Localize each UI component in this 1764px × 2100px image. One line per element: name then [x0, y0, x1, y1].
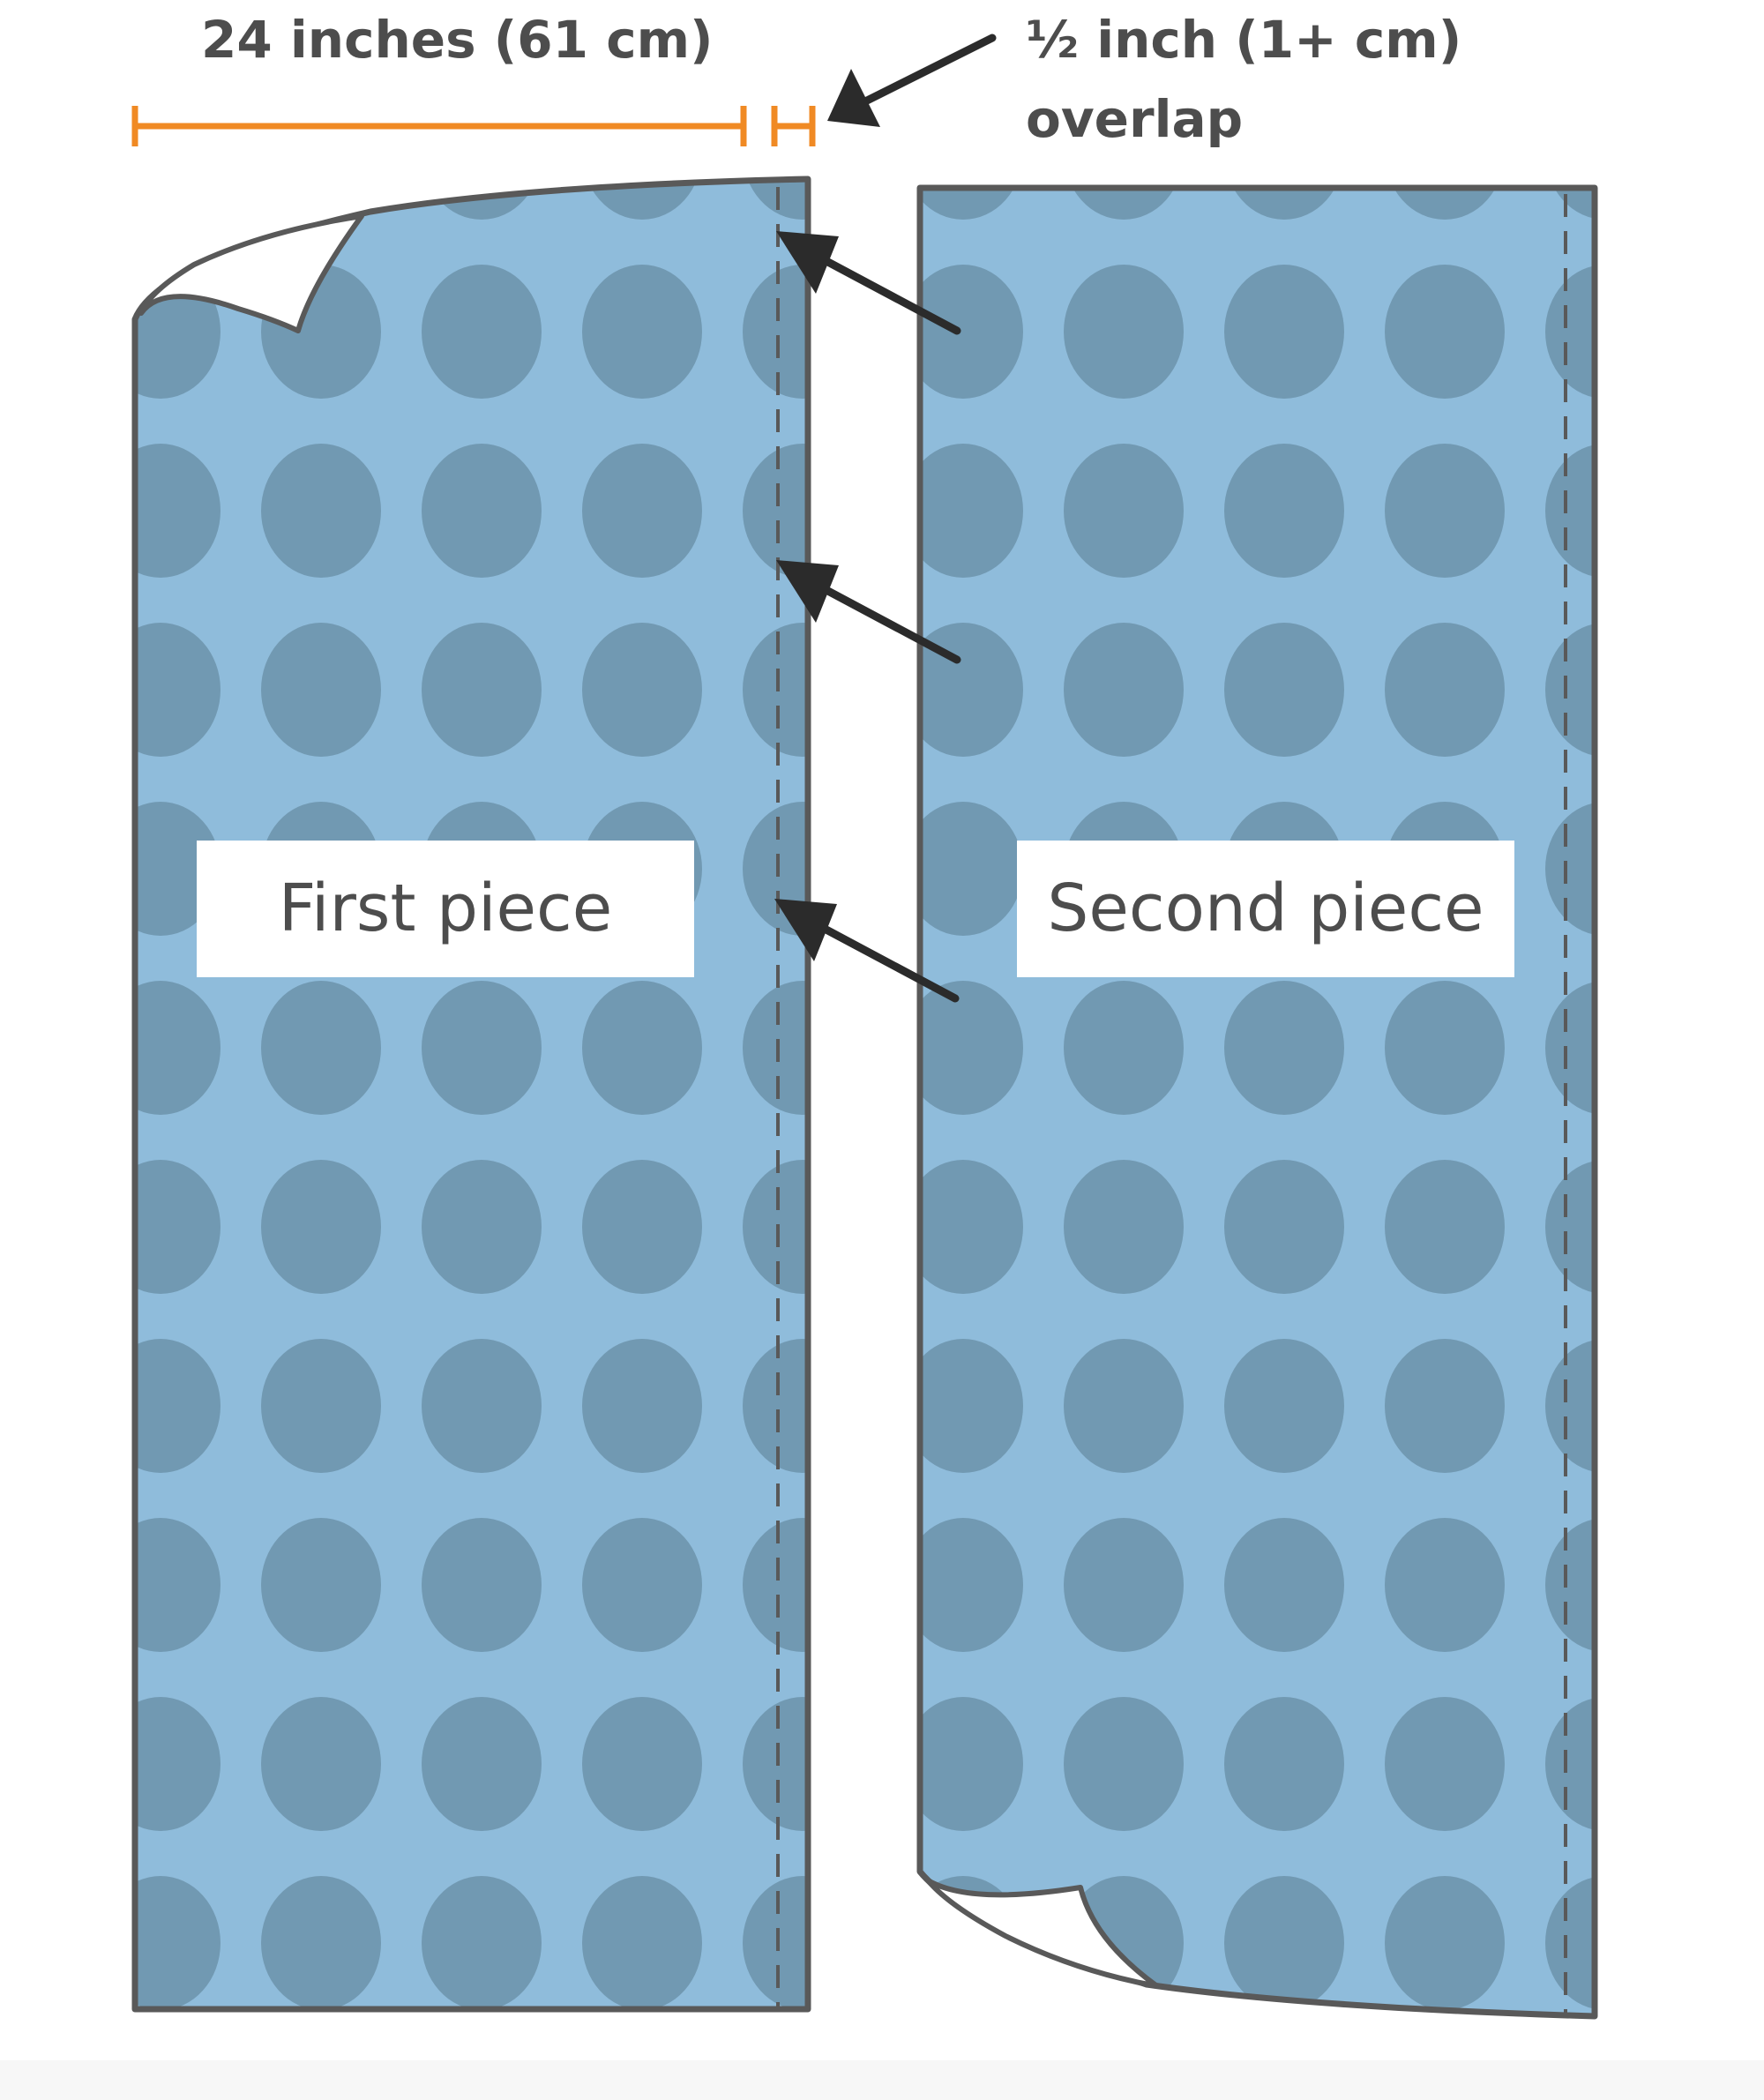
first-piece-label-text: First piece [279, 871, 613, 946]
arrow-icon [776, 560, 961, 664]
page-curl-icon [925, 1878, 1160, 1989]
second-piece-label-text: Second piece [1047, 871, 1484, 946]
page-curl-icon [138, 213, 364, 333]
width-dimension-label: 24 inches (61 cm) [201, 10, 714, 70]
arrow-icon [827, 34, 997, 127]
width-dimension-line [131, 106, 747, 146]
overlap-dimension-line [771, 106, 816, 146]
arrow-icon [776, 231, 961, 335]
second-piece-label: Second piece [1017, 841, 1514, 977]
arrow-icon [774, 899, 960, 1003]
first-piece-label: First piece [197, 841, 694, 977]
bottom-band [0, 2060, 1764, 2100]
overlap-dimension-label-line2: overlap [1026, 89, 1243, 149]
overlap-dimension-label: ½ inch (1+ cm) [1026, 10, 1461, 70]
